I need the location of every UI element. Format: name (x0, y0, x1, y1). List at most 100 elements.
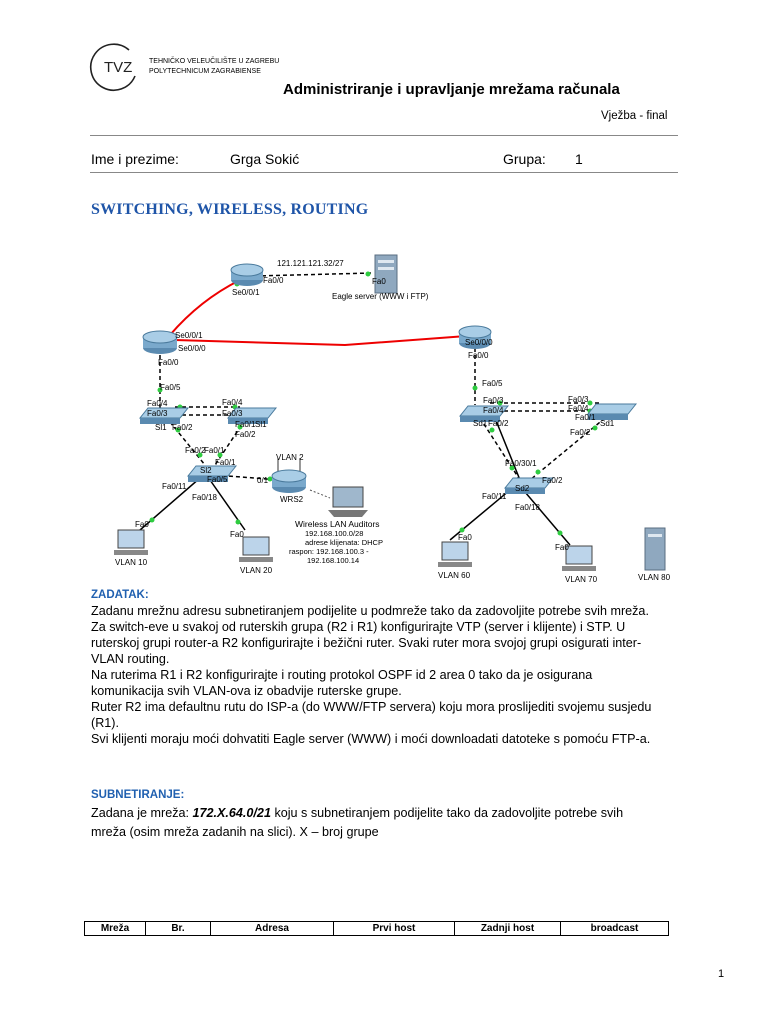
router-r1-icon (458, 325, 492, 349)
label-sl1-fa02: Fa0/2 (172, 423, 193, 432)
link-status-dots (149, 271, 598, 536)
divider-bottom (90, 172, 678, 173)
col-br: Br. (145, 921, 211, 936)
col-prvi-host: Prvi host (333, 921, 455, 936)
label-vlan80: VLAN 80 (638, 573, 671, 582)
label-sl1b-fa04: Fa0/4 (222, 398, 243, 407)
label-sl1: Sl1 (155, 423, 167, 432)
server-vlan80-icon (644, 527, 666, 571)
label-r1-se000: Se0/0/0 (465, 338, 493, 347)
label-sd: Sd1 (473, 419, 488, 428)
label-sl-fa03: Fa0/3 (147, 409, 168, 418)
subnetiranje-text: Zadana je mreža: 172.X.64.0/21 koju s su… (91, 804, 691, 842)
label-sd2-fa018: Fa0/18 (515, 503, 540, 512)
label-sl2-fa01a: Fa0/1 (204, 446, 225, 455)
zadatak-line: (R1). (91, 716, 119, 730)
label-r2-se000: Se0/0/0 (178, 344, 206, 353)
label-pc1-fa0: Fa0 (135, 520, 149, 529)
link-sd-sd2a (479, 417, 521, 481)
label-wireless-title: Wireless LAN Auditors (295, 519, 380, 529)
institution-line2: POLYTECHNICUM ZAGRABIENSE (149, 68, 261, 75)
laptop-icon (309, 486, 368, 517)
label-sl1b-fa01: Fa0/1 (235, 420, 256, 429)
label-sr-fa05: Fa0/5 (482, 379, 503, 388)
label-vlan20: VLAN 20 (240, 566, 273, 575)
label-eagle-fa0: Fa0 (372, 277, 386, 286)
label-pc3-fa0: Fa0 (458, 533, 472, 542)
col-broadcast: broadcast (560, 921, 669, 936)
serial-link-r2-r1 (174, 334, 481, 347)
tvz-logo-icon: TVZ (89, 43, 136, 92)
subnetiranje-line1: Zadana je mreža: 172.X.64.0/21 koju s su… (91, 804, 691, 823)
label-sd1-fa04: Fa0/4 (568, 404, 589, 413)
label-sl2-fa011: Fa0/11 (162, 482, 187, 491)
network-topology-diagram: 121.121.121.32/27 Eagle server (WWW i FT… (114, 254, 671, 584)
label-vlan2: VLAN 2 (276, 453, 304, 462)
label-sd1-fa01: Fa0/1 (575, 413, 596, 422)
label-sl2: Sl2 (200, 466, 212, 475)
logo-mark: TVZ (104, 59, 132, 76)
label-pc2-fa0: Fa0 (230, 530, 244, 539)
zadatak-line: VLAN routing. (91, 652, 170, 666)
label-sd2: Sd2 (515, 484, 530, 493)
logo: TVZ (89, 42, 141, 94)
link-sd-sd2b (494, 417, 521, 481)
label-sl-fa04: Fa0/4 (147, 399, 168, 408)
switch-sd1-icon (586, 403, 638, 420)
label-eagle: Eagle server (WWW i FTP) (332, 292, 429, 301)
label-sr-fa04: Fa0/4 (483, 406, 504, 415)
label-vlan70: VLAN 70 (565, 575, 598, 584)
divider-top (90, 135, 678, 136)
institution-name: TEHNIČKO VELEUČILIŠTE U ZAGREBU POLYTECH… (149, 57, 279, 77)
pc-vlan60-icon (438, 541, 472, 567)
zadatak-text: Zadanu mrežnu adresu subnetiranjem podij… (91, 603, 691, 747)
label-sd2-fa011: Fa0/11 (482, 492, 507, 501)
subnet-intro: Zadana je mreža: (91, 806, 193, 820)
zadatak-line: Zadanu mrežnu adresu subnetiranjem podij… (91, 604, 649, 618)
label-sr-fa03: Fa0/3 (483, 396, 504, 405)
label-sl1b-fa02: Fa0/2 (235, 430, 256, 439)
link-sd1-sd2 (529, 417, 606, 481)
subnet-table: Mreža Br. Adresa Prvi host Zadnji host b… (84, 921, 669, 936)
label-sl2-fa01: Fa0/1 (215, 458, 236, 467)
label-pc4-fa0: Fa0 (555, 543, 569, 552)
group-value: 1 (575, 151, 583, 167)
label-sl1b: Sl1 (255, 420, 267, 429)
serial-link-isp (169, 279, 241, 336)
zadatak-line: Svi klijenti moraju moći dohvatiti Eagle… (91, 732, 651, 746)
link-sd2-pc3 (449, 489, 511, 541)
col-adresa: Adresa (210, 921, 334, 936)
switch-sl1-icon (138, 407, 190, 424)
label-wireless-dhcp: adrese klijenata: DHCP (305, 538, 383, 547)
label-sl-fa05: Fa0/5 (160, 383, 181, 392)
subnetiranje-line2: mreža (osim mreža zadanih na slici). X –… (91, 825, 379, 839)
label-wireless-net: 192.168.100.0/28 (305, 529, 363, 538)
institution-line1: TEHNIČKO VELEUČILIŠTE U ZAGREBU (149, 58, 280, 65)
router-r2-icon (142, 330, 178, 354)
label-isp-fa00: Fa0/0 (263, 276, 284, 285)
label-sd1-fa03: Fa0/3 (568, 395, 589, 404)
label-r1-fa00: Fa0/0 (468, 351, 489, 360)
label-wireless-range: raspon: 192.168.100.3 - (289, 547, 369, 556)
label-net-isp: 121.121.121.32/27 (277, 259, 344, 268)
label-vlan10: VLAN 10 (115, 558, 148, 567)
name-label: Ime i prezime: (91, 151, 179, 167)
pc-vlan10-icon (114, 529, 148, 555)
link-sd2-pc4 (524, 491, 571, 546)
label-sd2-fa02: Fa0/2 (542, 476, 563, 485)
col-mreza: Mreža (84, 921, 146, 936)
link-isp-eagle (254, 272, 373, 277)
label-wrs-port: 0/1 (257, 476, 269, 485)
pc-vlan20-icon (239, 536, 273, 562)
name-value: Grga Sokić (230, 151, 300, 167)
switch-sd-icon (458, 405, 510, 422)
zadatak-line: Na ruterima R1 i R2 konfigurirajte i rou… (91, 668, 593, 682)
switch-sl2-icon (186, 465, 238, 482)
diagram-labels: 121.121.121.32/27 Eagle server (WWW i FT… (115, 259, 671, 584)
label-sd-fa02: Fa0/2 (488, 419, 509, 428)
table-header-row: Mreža Br. Adresa Prvi host Zadnji host b… (84, 921, 669, 936)
col-zadnji-host: Zadnji host (454, 921, 561, 936)
wireless-router-icon (271, 458, 307, 493)
label-wrs2: WRS2 (280, 495, 304, 504)
zadatak-line: komunikacija svih VLAN-ova iz obadvije r… (91, 684, 402, 698)
